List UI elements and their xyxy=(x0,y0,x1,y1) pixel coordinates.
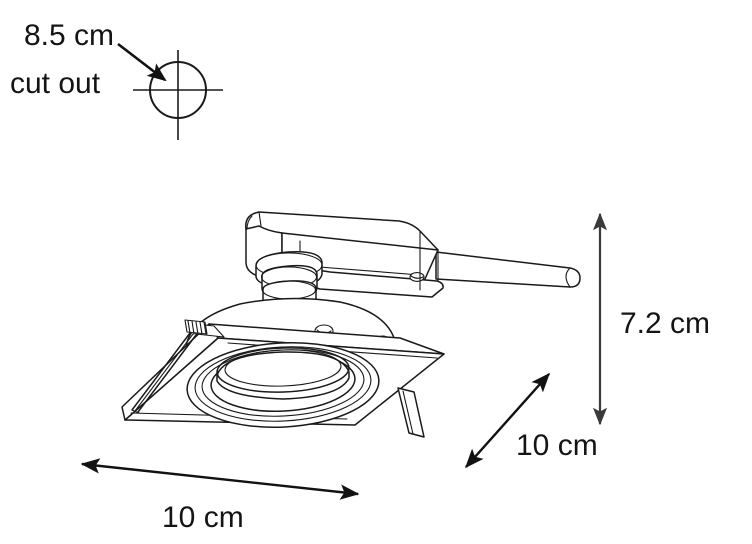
power-cable xyxy=(435,251,581,288)
reflector-lens xyxy=(186,342,380,428)
width-dimension-label: 10 cm xyxy=(162,501,244,534)
width-dimension-arrow xyxy=(80,458,360,500)
depth-dimension-label: 10 cm xyxy=(516,429,598,462)
height-dimension-label: 7.2 cm xyxy=(620,307,710,340)
cutout-size-label: 8.5 cm xyxy=(24,19,114,52)
spring-clip-left xyxy=(131,319,225,414)
depth-dimension-arrow xyxy=(465,372,550,469)
cutout-caption-label: cut out xyxy=(10,67,101,100)
spring-clip-right xyxy=(397,387,425,438)
cutout-circle-icon xyxy=(149,61,207,119)
cutout-symbol-group xyxy=(133,50,223,140)
product-drawing-group xyxy=(121,211,581,438)
cutout-leader-arrow xyxy=(117,42,167,82)
